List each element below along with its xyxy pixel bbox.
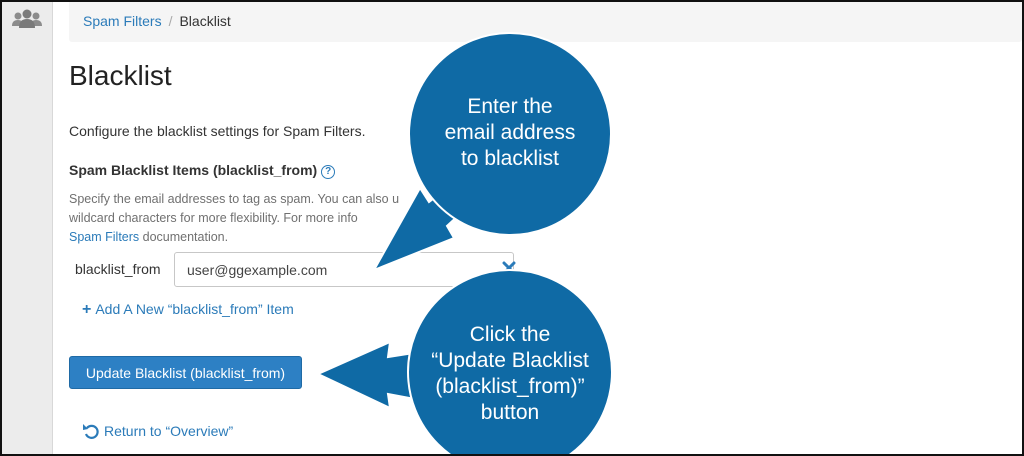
- return-to-overview-link[interactable]: Return to “Overview”: [82, 422, 233, 440]
- return-to-overview-label: Return to “Overview”: [104, 423, 234, 439]
- breadcrumb-separator: /: [168, 13, 173, 29]
- description-line-1: Specify the email addresses to tag as sp…: [69, 192, 400, 206]
- blacklist-from-label: blacklist_from: [75, 261, 161, 277]
- callout-enter-line-2: email address: [444, 121, 576, 144]
- page-title: Blacklist: [69, 60, 172, 91]
- callout-click-line-1: Click the: [469, 323, 551, 346]
- spam-filters-doc-link[interactable]: Spam Filters: [69, 230, 140, 244]
- callout-click-line-3: (blacklist_from)”: [435, 375, 585, 398]
- sidebar: [2, 2, 53, 454]
- breadcrumb-spam-filters[interactable]: Spam Filters: [83, 13, 162, 29]
- breadcrumb-bar: Spam Filters / Blacklist: [69, 2, 1022, 42]
- plus-icon: +: [82, 301, 92, 318]
- section-label-text: Spam Blacklist Items (blacklist_from): [69, 162, 318, 178]
- callout-enter-circle: [408, 32, 612, 236]
- main-content: Spam Filters / Blacklist Blacklist Configu…: [53, 2, 1022, 454]
- add-new-item-link[interactable]: +Add A New “blacklist_from” Item: [82, 301, 294, 319]
- question-circle-icon[interactable]: ?: [321, 165, 336, 179]
- callout-enter-line-1: Enter the: [467, 95, 553, 118]
- description-tail: documentation.: [139, 230, 229, 244]
- description-line-2: wildcard characters for more flexibility…: [69, 211, 358, 225]
- page-intro: Configure the blacklist settings for Spa…: [69, 123, 366, 139]
- update-blacklist-button[interactable]: Update Blacklist (blacklist_from): [69, 356, 302, 389]
- breadcrumb-current: Blacklist: [179, 13, 231, 29]
- add-new-item-label: Add A New “blacklist_from” Item: [95, 301, 294, 317]
- undo-icon: [83, 424, 99, 439]
- section-label: Spam Blacklist Items (blacklist_from)?: [69, 162, 336, 179]
- callout-enter-text: Enter the email address to blacklist: [410, 94, 610, 172]
- callout-click-text: Click the “Update Blacklist (blacklist_f…: [406, 322, 614, 426]
- callout-click-circle: [407, 269, 613, 454]
- arrow-pointer-button: [315, 340, 421, 410]
- section-description: Specify the email addresses to tag as sp…: [69, 190, 499, 247]
- users-icon[interactable]: [12, 8, 42, 30]
- callout-click-line-2: “Update Blacklist: [431, 349, 589, 372]
- callout-click-line-4: button: [480, 401, 540, 424]
- breadcrumb: Spam Filters / Blacklist: [83, 13, 231, 29]
- blacklist-from-input[interactable]: [174, 252, 514, 287]
- callout-enter-line-3: to blacklist: [460, 147, 560, 170]
